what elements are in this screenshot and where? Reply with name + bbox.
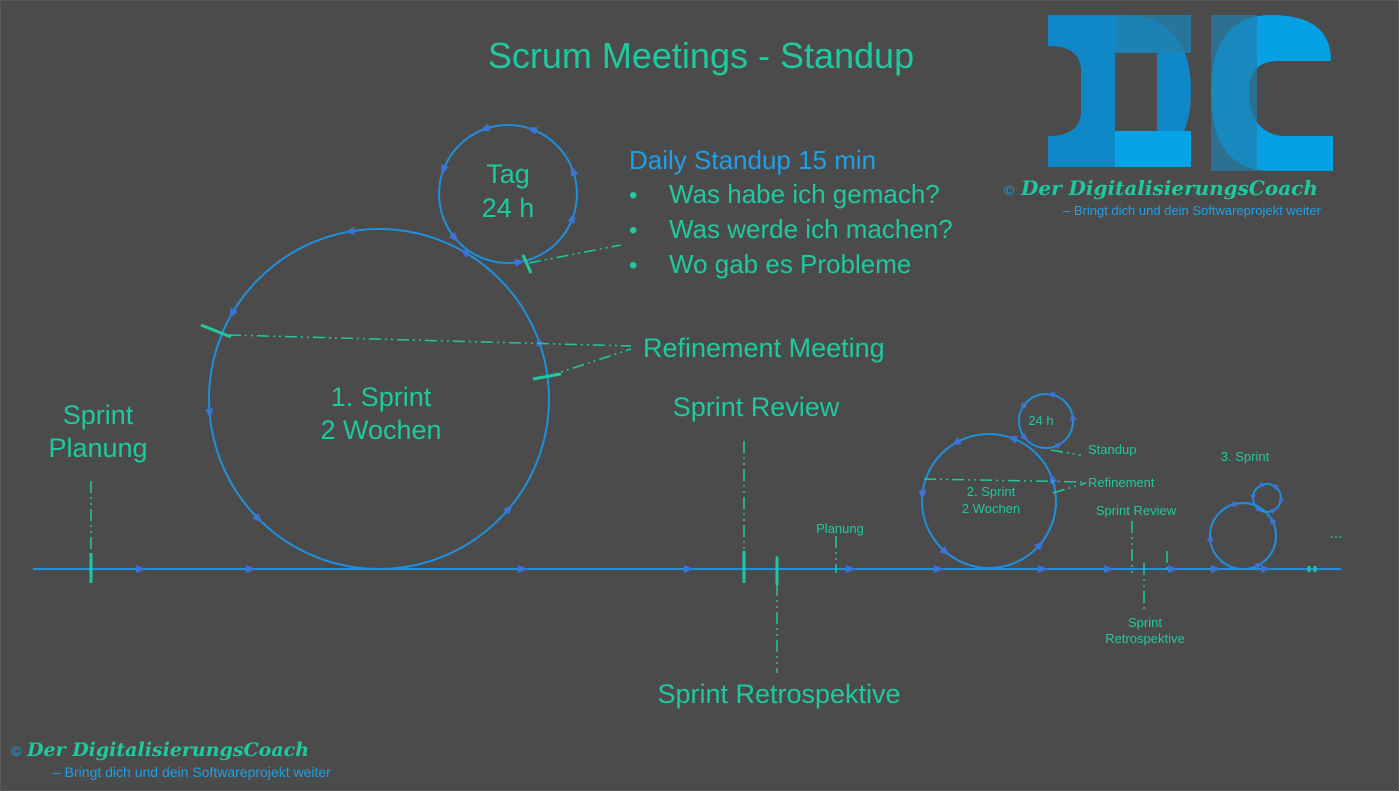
arrow-icon [1034,540,1044,551]
arrow-icon [918,489,927,501]
arrow-icon [1255,505,1264,512]
arrow-icon [1049,473,1058,485]
arrow-icon [229,307,238,319]
arrow-icon [459,249,471,258]
sprint2-review-label: Sprint Review [1096,503,1177,518]
sprint1-duration: 2 Wochen [320,415,441,445]
arrow-icon [1250,494,1256,502]
day-hours: 24 h [482,193,535,223]
arrow-icon [1054,442,1063,450]
sprint2-retro-line2: Retrospektive [1105,631,1184,646]
arrow-icon [684,565,694,573]
standup-item: Was habe ich gemach? [669,179,940,209]
bullet: • [629,182,637,209]
review-label: Sprint Review [673,392,840,422]
sprint2-refinement-label: Refinement [1088,475,1155,490]
arrow-icon [1020,402,1028,411]
arrow-icon [514,258,525,267]
arrow-icon [1269,516,1277,525]
arrow-icon [526,127,538,135]
sprint3-label: 3. Sprint [1221,449,1270,464]
sprint2-retro-line1: Sprint [1128,615,1162,630]
arrow-icon [1104,565,1114,573]
sprint2-hours: 24 h [1028,413,1053,428]
footer-tagline: – Bringt dich und dein Softwareprojekt w… [53,764,331,780]
connectors [89,244,1317,673]
arrow-icon [518,565,528,573]
arrow-icon [1270,484,1279,491]
arrow-icon [246,565,256,573]
dc-logo [1048,15,1333,171]
standup-heading: Daily Standup 15 min [629,145,876,175]
arrow-icon [1046,391,1056,399]
arrow-icon [1007,435,1018,444]
sprint2-duration: 2 Wochen [962,501,1020,516]
arrow-icon [934,565,944,573]
more-sprints-ellipsis: ... [1329,525,1342,542]
arrow-icon [344,226,356,235]
retro-label: Sprint Retrospektive [657,679,900,709]
day-label: Tag [486,159,530,189]
arrow-icon [502,504,513,515]
arrow-icon [252,512,263,523]
bullet: • [629,217,637,244]
sprint2-circle [921,433,1057,569]
standup-item: Was werde ich machen? [669,214,953,244]
arrow-icon [1070,412,1077,421]
footer-brand-name: Der DigitalisierungsCoach [26,739,309,761]
arrow-icon [570,165,579,177]
logo-copyright: © [1004,182,1015,198]
arrow-icon [136,565,146,573]
arrow-icon [1038,565,1048,573]
arrow-icon [1278,494,1284,502]
sprint1-label: 1. Sprint [331,382,432,412]
arrow-icon [441,164,449,176]
standup-item: Wo gab es Probleme [669,249,911,279]
planning-label-line2: Planung [48,433,147,463]
arrow-icon [448,231,459,243]
logo-brand-name: Der DigitalisierungsCoach [1020,176,1318,200]
arrow-icon [1254,562,1263,570]
sprint2-label: 2. Sprint [967,484,1016,499]
arrow-icon [1020,433,1028,442]
sprint3-day-circle [1252,483,1282,513]
planning-label-line1: Sprint [63,400,134,430]
day-circle [438,124,578,264]
arrow-icon [205,408,214,419]
footer-copyright: © [11,743,22,759]
refinement-label: Refinement Meeting [643,333,885,363]
arrow-icon [1206,537,1213,546]
sprint2-planning-label: Planung [816,521,864,536]
arrow-icon [536,336,545,347]
arrow-icon [1168,565,1178,573]
arrow-icon [567,212,575,224]
arrow-icon [951,437,962,446]
sprint2-standup-label: Standup [1088,442,1136,457]
arrow-icon [479,123,491,132]
arrow-icon [1227,500,1237,507]
flow-arrows [136,123,1284,573]
sprint2-day-circle [1018,393,1074,449]
arrow-icon [1256,481,1265,488]
arrow-icon [939,546,950,556]
page-title: Scrum Meetings - Standup [488,35,914,76]
bullet: • [629,252,637,279]
arrow-icon [1269,508,1278,515]
arrow-icon [1211,565,1221,573]
sprint1-circle [208,228,550,570]
logo-tagline: – Bringt dich und dein Softwareprojekt w… [1063,203,1322,218]
arrow-icon [846,565,856,573]
sprint3-circle [1209,502,1277,570]
arrow-icon [1261,565,1271,573]
